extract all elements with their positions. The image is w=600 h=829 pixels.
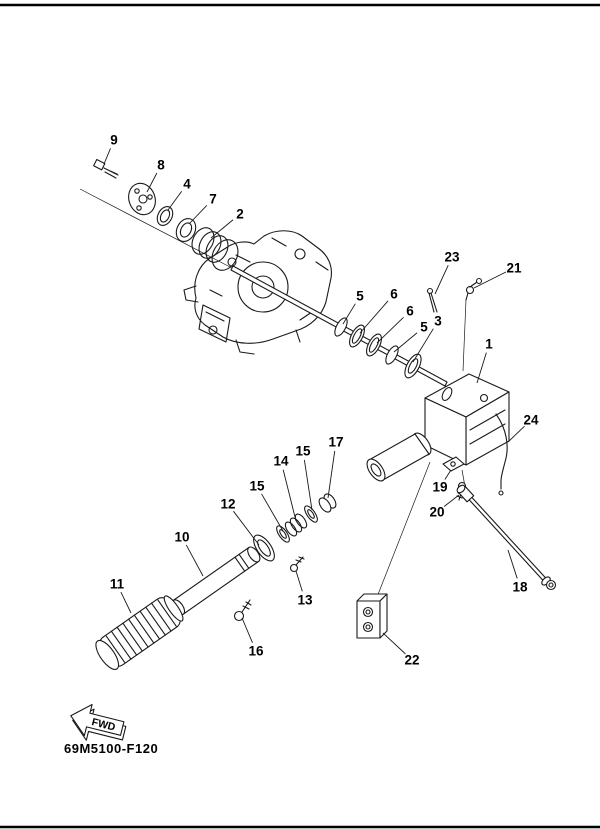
leader-line-part-15 [261, 493, 284, 532]
collar-part-17 [318, 493, 337, 513]
leader-line-part-19 [444, 469, 452, 480]
leader-line-part-11 [120, 591, 132, 614]
part-number-label-18: 18 [512, 580, 528, 595]
leader-line-part-8 [146, 172, 158, 193]
leader-line-part-4 [167, 191, 183, 211]
leader-line-part-14 [282, 469, 297, 522]
leader-line-part-21 [473, 271, 507, 289]
part-number-label-5: 5 [356, 289, 364, 304]
part-number-label-24: 24 [523, 413, 539, 428]
screw-part-13 [289, 556, 305, 573]
part-number-label-8: 8 [157, 158, 165, 173]
retainer-plate-part-8 [128, 182, 156, 216]
leader-line-part-18 [507, 549, 518, 579]
assembly-axis-lines [79, 188, 467, 598]
leader-line-part-23 [434, 264, 449, 295]
part-number-label-20: 20 [429, 505, 444, 520]
part-number-label-15: 15 [295, 444, 311, 459]
part-number-label-10: 10 [174, 530, 189, 545]
part-number-label-21: 21 [506, 261, 522, 276]
leader-line-part-3 [412, 328, 434, 363]
part-number-label-9: 9 [110, 133, 118, 148]
part-number-label-1: 1 [485, 337, 493, 352]
part-number-label-11: 11 [110, 577, 125, 592]
leader-line-part-24 [507, 425, 525, 443]
grease-fitting-part-21 [465, 277, 483, 301]
leader-line-part-5 [342, 303, 356, 325]
leader-line-part-7 [188, 205, 208, 225]
leader-line-part-22 [382, 632, 406, 655]
part-number-label-17: 17 [328, 435, 343, 450]
leader-line-part-10 [185, 544, 204, 577]
part-number-label-16: 16 [248, 644, 264, 659]
leader-line-part-20 [443, 494, 460, 507]
throttle-cable-part-24 [495, 413, 508, 496]
part-number-label-13: 13 [297, 593, 313, 608]
cotter-pin-part-23 [426, 287, 438, 313]
part-number-label-3: 3 [434, 314, 442, 329]
leader-line-part-15 [303, 459, 313, 511]
screw-part-16 [233, 599, 252, 622]
part-number-label-23: 23 [444, 250, 460, 265]
screw-part-9 [93, 158, 119, 179]
leader-line-part-6 [376, 316, 404, 344]
leader-line-part-16 [241, 617, 253, 643]
washer-part-15-outer [304, 505, 318, 523]
part-number-label-15: 15 [249, 479, 265, 494]
leader-line-part-13 [295, 570, 303, 592]
leader-line-part-1 [476, 352, 487, 384]
leader-line-part-17 [327, 450, 336, 499]
tiller-tube-part-10 [171, 546, 261, 616]
part-number-label-22: 22 [404, 653, 419, 668]
part-number-label-6: 6 [406, 304, 414, 319]
oil-seal-part-7 [175, 218, 197, 242]
part-number-label-6: 6 [390, 287, 398, 302]
leader-line-part-6 [359, 300, 389, 334]
fwd-label: FWD [90, 716, 117, 734]
washer-part-4 [156, 205, 174, 227]
leader-line-part-12 [233, 510, 260, 546]
throttle-rod-part-18 [456, 484, 557, 591]
part-number-label-2: 2 [236, 207, 244, 222]
mount-block-part-22 [356, 593, 388, 639]
leader-line-part-5 [393, 332, 418, 353]
leader-line-part-9 [103, 148, 111, 165]
handle-grip-part-11 [95, 595, 184, 670]
part-number-label-5: 5 [420, 320, 428, 335]
part-number-label-12: 12 [220, 497, 235, 512]
bracket-part-19 [442, 456, 465, 472]
washer-part-15-inner [276, 525, 290, 543]
shaft-washer-stack [334, 317, 422, 379]
spring-part-14 [284, 513, 308, 537]
leader-line-part-2 [210, 219, 234, 239]
spring-part-2 [191, 227, 239, 271]
fwd-direction-arrow: FWD [70, 703, 127, 741]
part-number-label-4: 4 [183, 177, 191, 192]
diagram-code: 69M5100-F120 [64, 741, 158, 756]
bushing-part-12 [253, 534, 275, 562]
tiller-housing-part-1 [366, 373, 510, 482]
part-number-label-19: 19 [432, 480, 447, 495]
part-number-label-14: 14 [273, 454, 289, 469]
part-number-label-7: 7 [209, 192, 217, 207]
